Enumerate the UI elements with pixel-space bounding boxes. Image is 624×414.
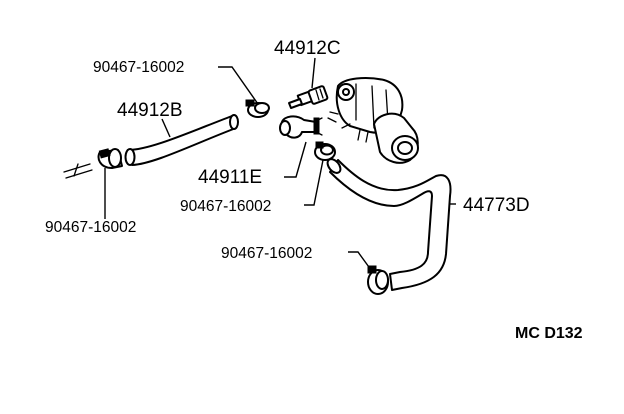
label-90467-top: 90467-16002 [93,59,184,76]
leader-44912B [161,118,171,138]
label-90467-left: 90467-16002 [45,219,136,236]
clamp-90467-top [245,99,270,118]
part-labels: 44912C 90467-16002 44912B 44911E 90467-1… [45,38,583,342]
label-44912B: 44912B [117,100,183,121]
leader-44912C [311,57,316,89]
hose-44912B [124,114,239,166]
clamp-90467-mid [314,141,336,161]
clamp-90467-bottom [367,265,389,295]
elbow-44911E [279,115,323,139]
label-44911E: 44911E [198,167,262,188]
clamp-90467-left [97,148,123,169]
label-44912C: 44912C [274,38,341,59]
hose-44773D [326,158,452,291]
leader-90467-top [218,66,259,105]
valve-44912C [288,85,329,109]
label-90467-mid: 90467-16002 [180,198,271,215]
label-90467-bottom: 90467-16002 [221,245,312,262]
diagram-reference: MC D132 [515,325,583,342]
pipe-stub [63,163,93,179]
leader-90467-mid [304,159,324,206]
leader-lines [104,57,456,275]
leader-44911E [284,141,307,178]
label-44773D: 44773D [463,195,530,216]
throttle-body [327,77,419,164]
